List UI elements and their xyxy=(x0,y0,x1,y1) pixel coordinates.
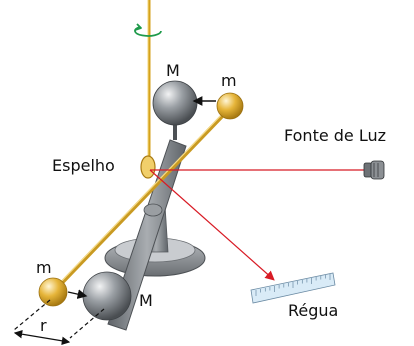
small-mass-bottom xyxy=(39,278,67,306)
small-mass-top xyxy=(217,93,243,119)
label-small-mass-top: m xyxy=(221,71,237,90)
label-large-mass-top: M xyxy=(166,61,180,80)
ruler xyxy=(251,273,335,303)
large-mass-top xyxy=(153,81,197,140)
large-mass-bottom xyxy=(83,272,131,320)
label-light-source: Fonte de Luz xyxy=(284,126,386,145)
label-mirror: Espelho xyxy=(52,156,115,175)
light-source xyxy=(364,161,384,179)
label-distance: r xyxy=(40,316,47,335)
label-large-mass-bottom: M xyxy=(139,291,153,310)
label-small-mass-bottom: m xyxy=(36,258,52,277)
label-ruler: Régua xyxy=(288,301,338,320)
arm-hub xyxy=(144,204,162,216)
mirror xyxy=(141,156,155,178)
